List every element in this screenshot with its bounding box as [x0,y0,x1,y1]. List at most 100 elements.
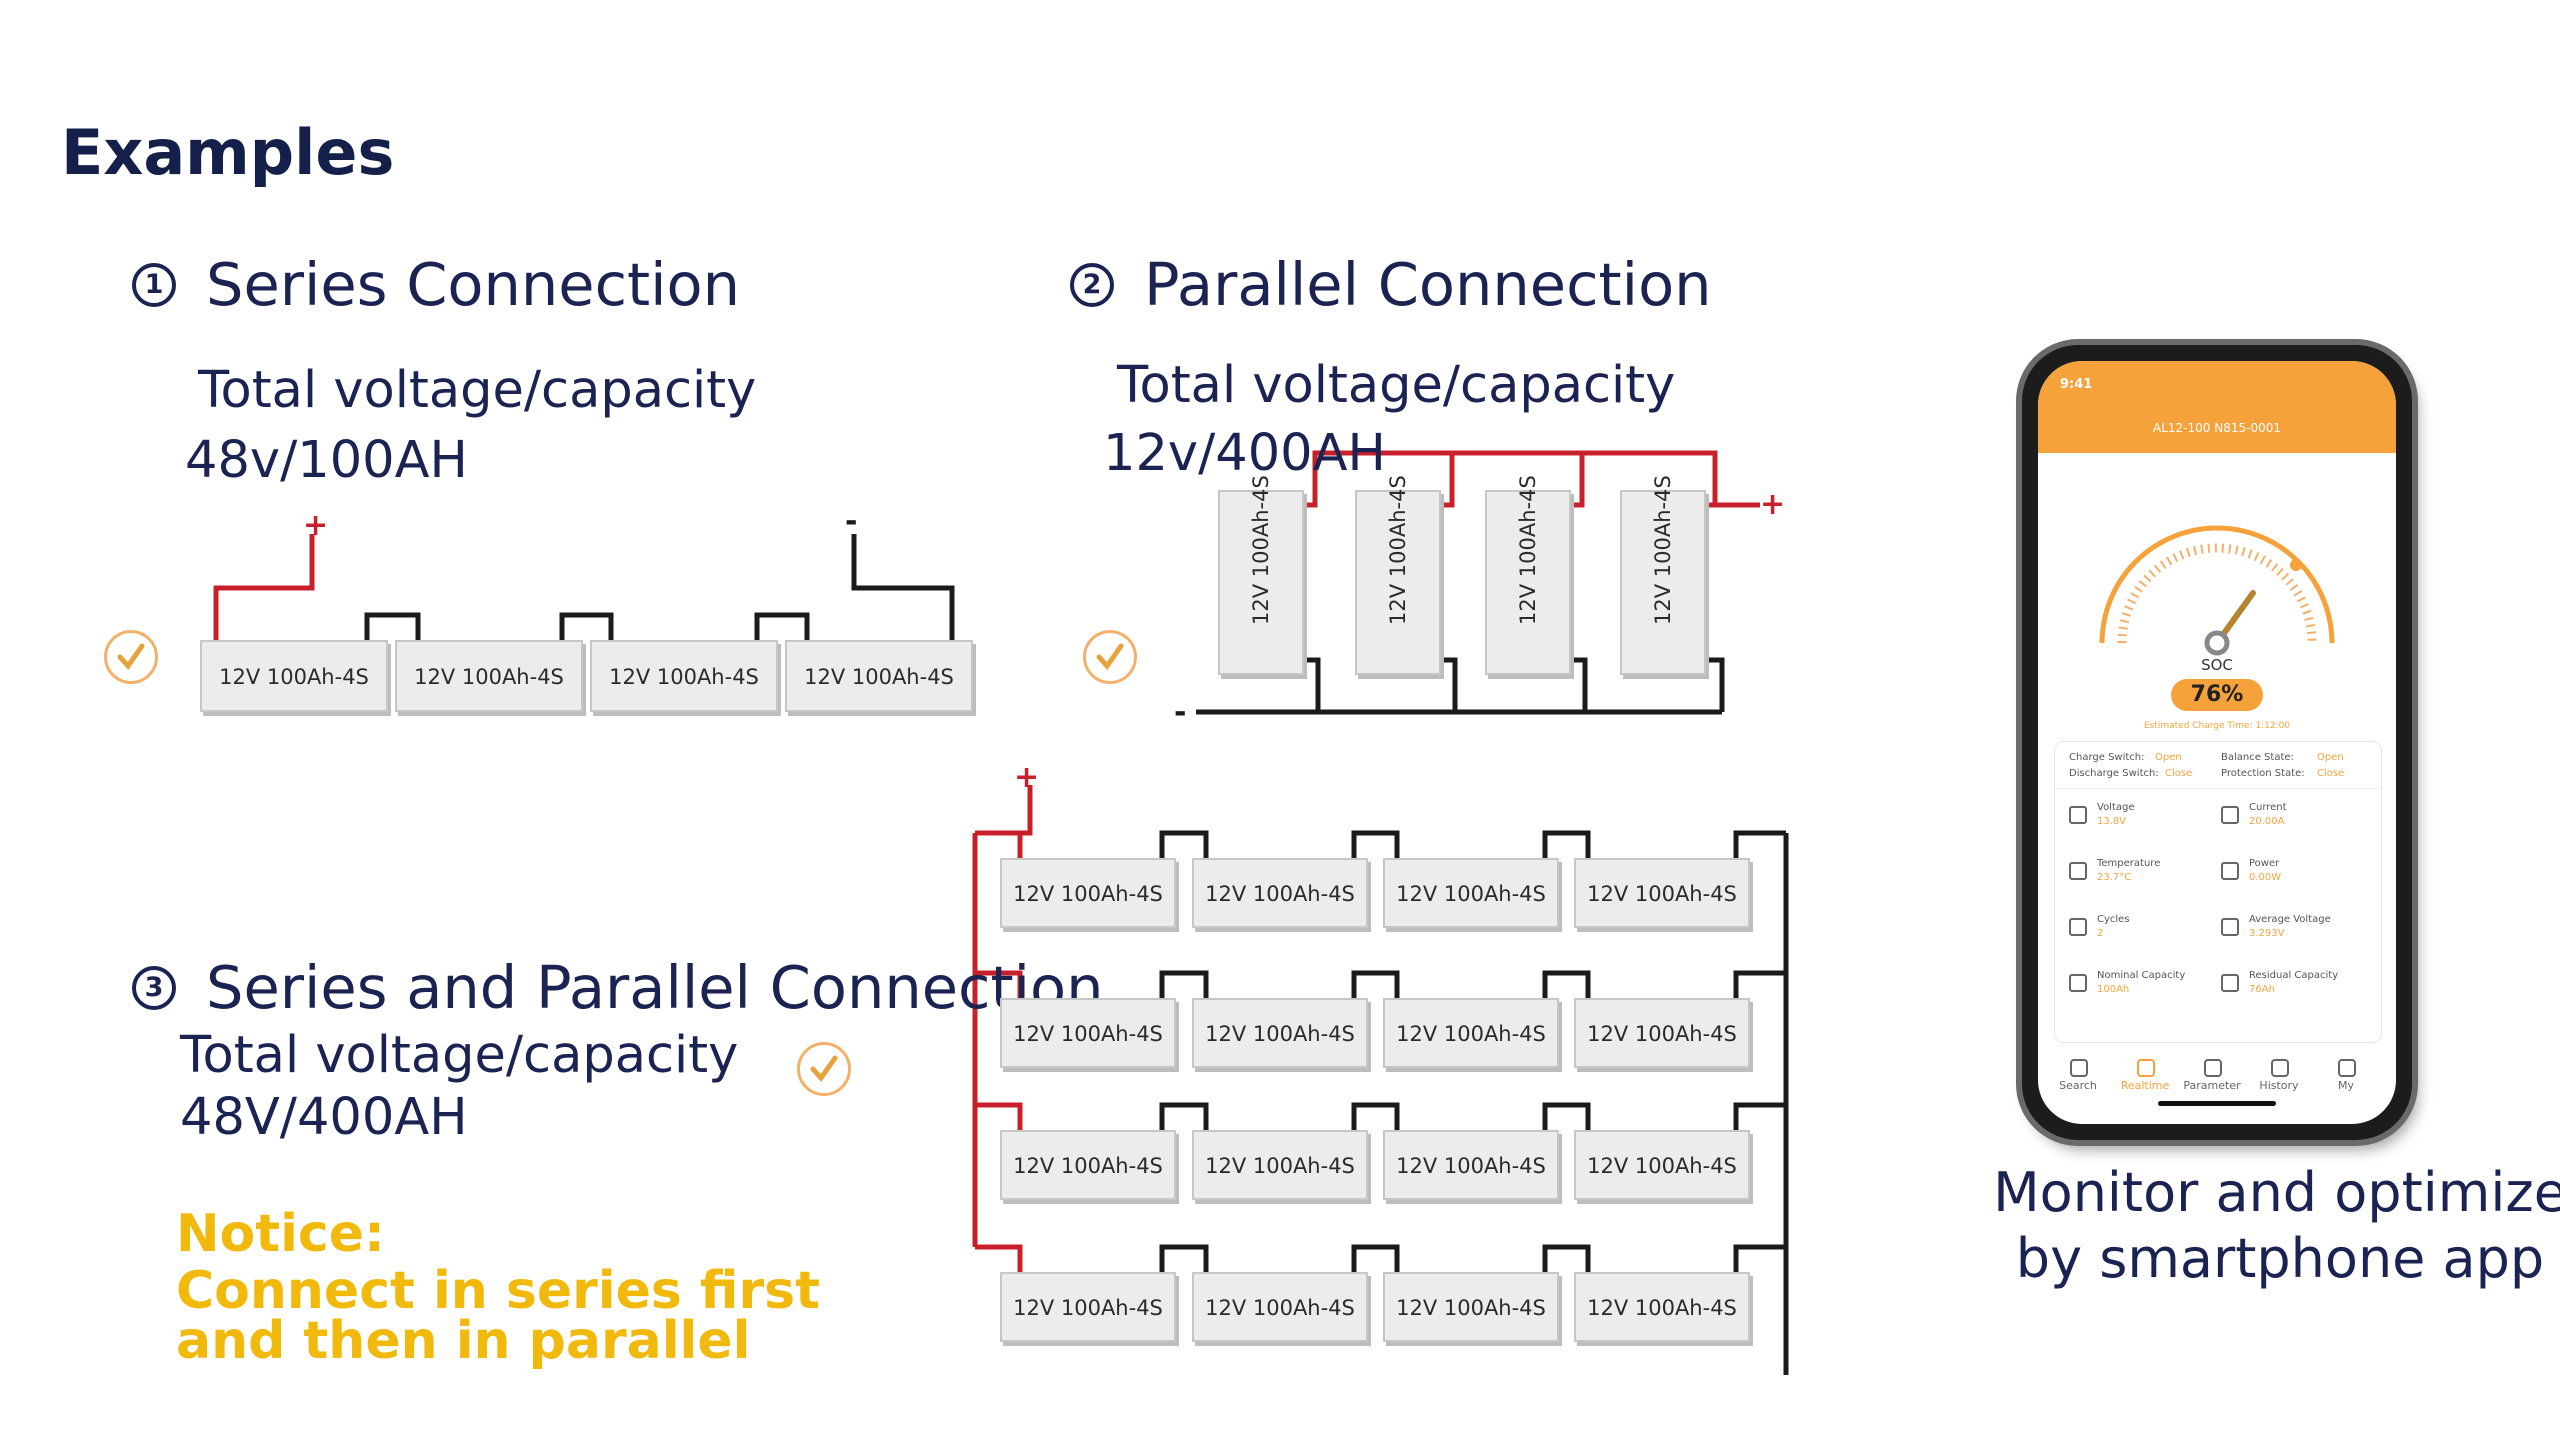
battery-label: 12V 100Ah-4S [1013,1154,1163,1178]
home-indicator [2158,1101,2276,1106]
status-value: Open [2317,752,2344,763]
check-icon [797,1042,851,1096]
metric-label: Residual Capacity [2249,970,2339,981]
caption-line-2: by smartphone app [2015,1226,2545,1290]
metric-value: 20.00A [2249,816,2285,827]
battery: 12V 100Ah-4S [1000,998,1176,1068]
battery-label: 12V 100Ah-4S [1587,1022,1737,1046]
nav-parameter-icon[interactable] [2204,1059,2222,1077]
page-title: Examples [61,116,395,189]
caption-line-1: Monitor and optimize [1993,1161,2560,1224]
battery-label: 12V 100Ah-4S [1587,1296,1737,1320]
metric-value: 2 [2097,928,2104,939]
metric-label: Nominal Capacity [2097,970,2186,981]
parallel-heading-text: Parallel Connection [1144,250,1712,319]
metric-icon [2221,862,2239,880]
battery: 12V 100Ah-4S [1192,1130,1368,1200]
positive-terminal-label: + [303,508,329,543]
battery: 12V 100Ah-4S [590,640,778,712]
battery: 12V 100Ah-4S [1355,475,1441,675]
series-parallel-heading-text: Series and Parallel Connection [206,953,1104,1022]
phone-screen: 9:41 AL12-100 N815-0001 SOC 76% Estimate… [2038,361,2396,1124]
nav-item-search[interactable]: Search [2059,1079,2097,1092]
app-caption: Monitor and optimize by smartphone app [1930,1160,2560,1292]
check-icon [104,630,158,684]
battery: 12V 100Ah-4S [1192,1272,1368,1342]
nav-item-my[interactable]: My [2337,1079,2354,1092]
battery-label: 12V 100Ah-4S [1516,475,1540,625]
battery: 12V 100Ah-4S [1000,1272,1176,1342]
battery-label: 12V 100Ah-4S [1205,1022,1355,1046]
battery: 12V 100Ah-4S [1574,1130,1750,1200]
status-value: Close [2317,768,2345,779]
battery: 12V 100Ah-4S [1485,475,1571,675]
battery-label: 12V 100Ah-4S [414,665,564,689]
section-number-2: 2 [1070,262,1114,307]
status-time: 9:41 [2060,377,2093,392]
battery-label: 12V 100Ah-4S [1013,882,1163,906]
status-label: Charge Switch: [2069,752,2145,763]
estimated-charge-time: Estimated Charge Time: 1:12:00 [2143,721,2291,731]
battery: 12V 100Ah-4S [785,640,973,712]
metric-icon [2221,974,2239,992]
status-label: Protection State: [2221,768,2305,779]
series-parallel-wiring [972,785,1789,1375]
battery-label: 12V 100Ah-4S [1013,1022,1163,1046]
positive-terminal-label: + [1760,487,1786,522]
metric-label: Current [2249,802,2287,813]
metric-icon [2069,974,2087,992]
negative-terminal-label: - [845,504,858,539]
battery-label: 12V 100Ah-4S [1587,1154,1737,1178]
divider [2055,788,2381,789]
status-value: Open [2155,752,2182,763]
battery: 12V 100Ah-4S [1192,858,1368,928]
battery: 12V 100Ah-4S [1000,858,1176,928]
section-number-3: 3 [132,965,176,1010]
soc-gauge [2099,525,2335,656]
battery: 12V 100Ah-4S [1620,475,1706,675]
metric-value: 0.00W [2249,872,2282,883]
parallel-total-value: 12v/400AH [1103,424,1386,483]
series-total-value: 48v/100AH [185,431,468,490]
series-heading-text: Series Connection [206,250,741,319]
app-header: 9:41 AL12-100 N815-0001 [2038,361,2396,453]
battery: 12V 100Ah-4S [1383,1272,1559,1342]
battery: 12V 100Ah-4S [1574,858,1750,928]
negative-terminal-label: - [1174,695,1187,730]
battery-label: 12V 100Ah-4S [1013,1296,1163,1320]
notice-line-2: and then in parallel [176,1311,751,1371]
smartphone: 9:41 AL12-100 N815-0001 SOC 76% Estimate… [2022,345,2412,1140]
battery-label: 12V 100Ah-4S [1249,475,1273,625]
notice-heading: Notice: [176,1204,385,1264]
battery-label: 12V 100Ah-4S [1396,1022,1546,1046]
positive-terminal-label: + [1014,760,1040,795]
parallel-total-label: Total voltage/capacity [1117,356,1676,415]
status-label: Balance State: [2221,752,2294,763]
nav-item-parameter[interactable]: Parameter [2183,1079,2241,1092]
nav-my-icon[interactable] [2338,1059,2356,1077]
nav-realtime-icon[interactable] [2137,1059,2155,1077]
nav-item-realtime[interactable]: Realtime [2120,1079,2170,1092]
battery-label: 12V 100Ah-4S [804,665,954,689]
battery: 12V 100Ah-4S [1383,1130,1559,1200]
nav-history-icon[interactable] [2271,1059,2289,1077]
metric-value: 13.8V [2097,816,2127,827]
battery: 12V 100Ah-4S [1574,1272,1750,1342]
battery: 12V 100Ah-4S [1383,858,1559,928]
metric-label: Power [2249,858,2280,869]
battery-label: 12V 100Ah-4S [1205,1154,1355,1178]
metrics-card: Charge Switch: Open Balance State: Open … [2054,741,2382,1043]
nav-item-history[interactable]: History [2259,1079,2299,1092]
metric-value: 100Ah [2097,984,2130,995]
battery: 12V 100Ah-4S [1383,998,1559,1068]
metric-icon [2069,918,2087,936]
battery-label: 12V 100Ah-4S [1587,882,1737,906]
metric-label: Average Voltage [2249,914,2331,925]
series-total-label: Total voltage/capacity [198,361,757,420]
metric-value: 23.7°C [2097,872,2132,883]
nav-search-icon[interactable] [2070,1059,2088,1077]
metric-icon [2069,862,2087,880]
metric-label: Temperature [2097,858,2161,869]
